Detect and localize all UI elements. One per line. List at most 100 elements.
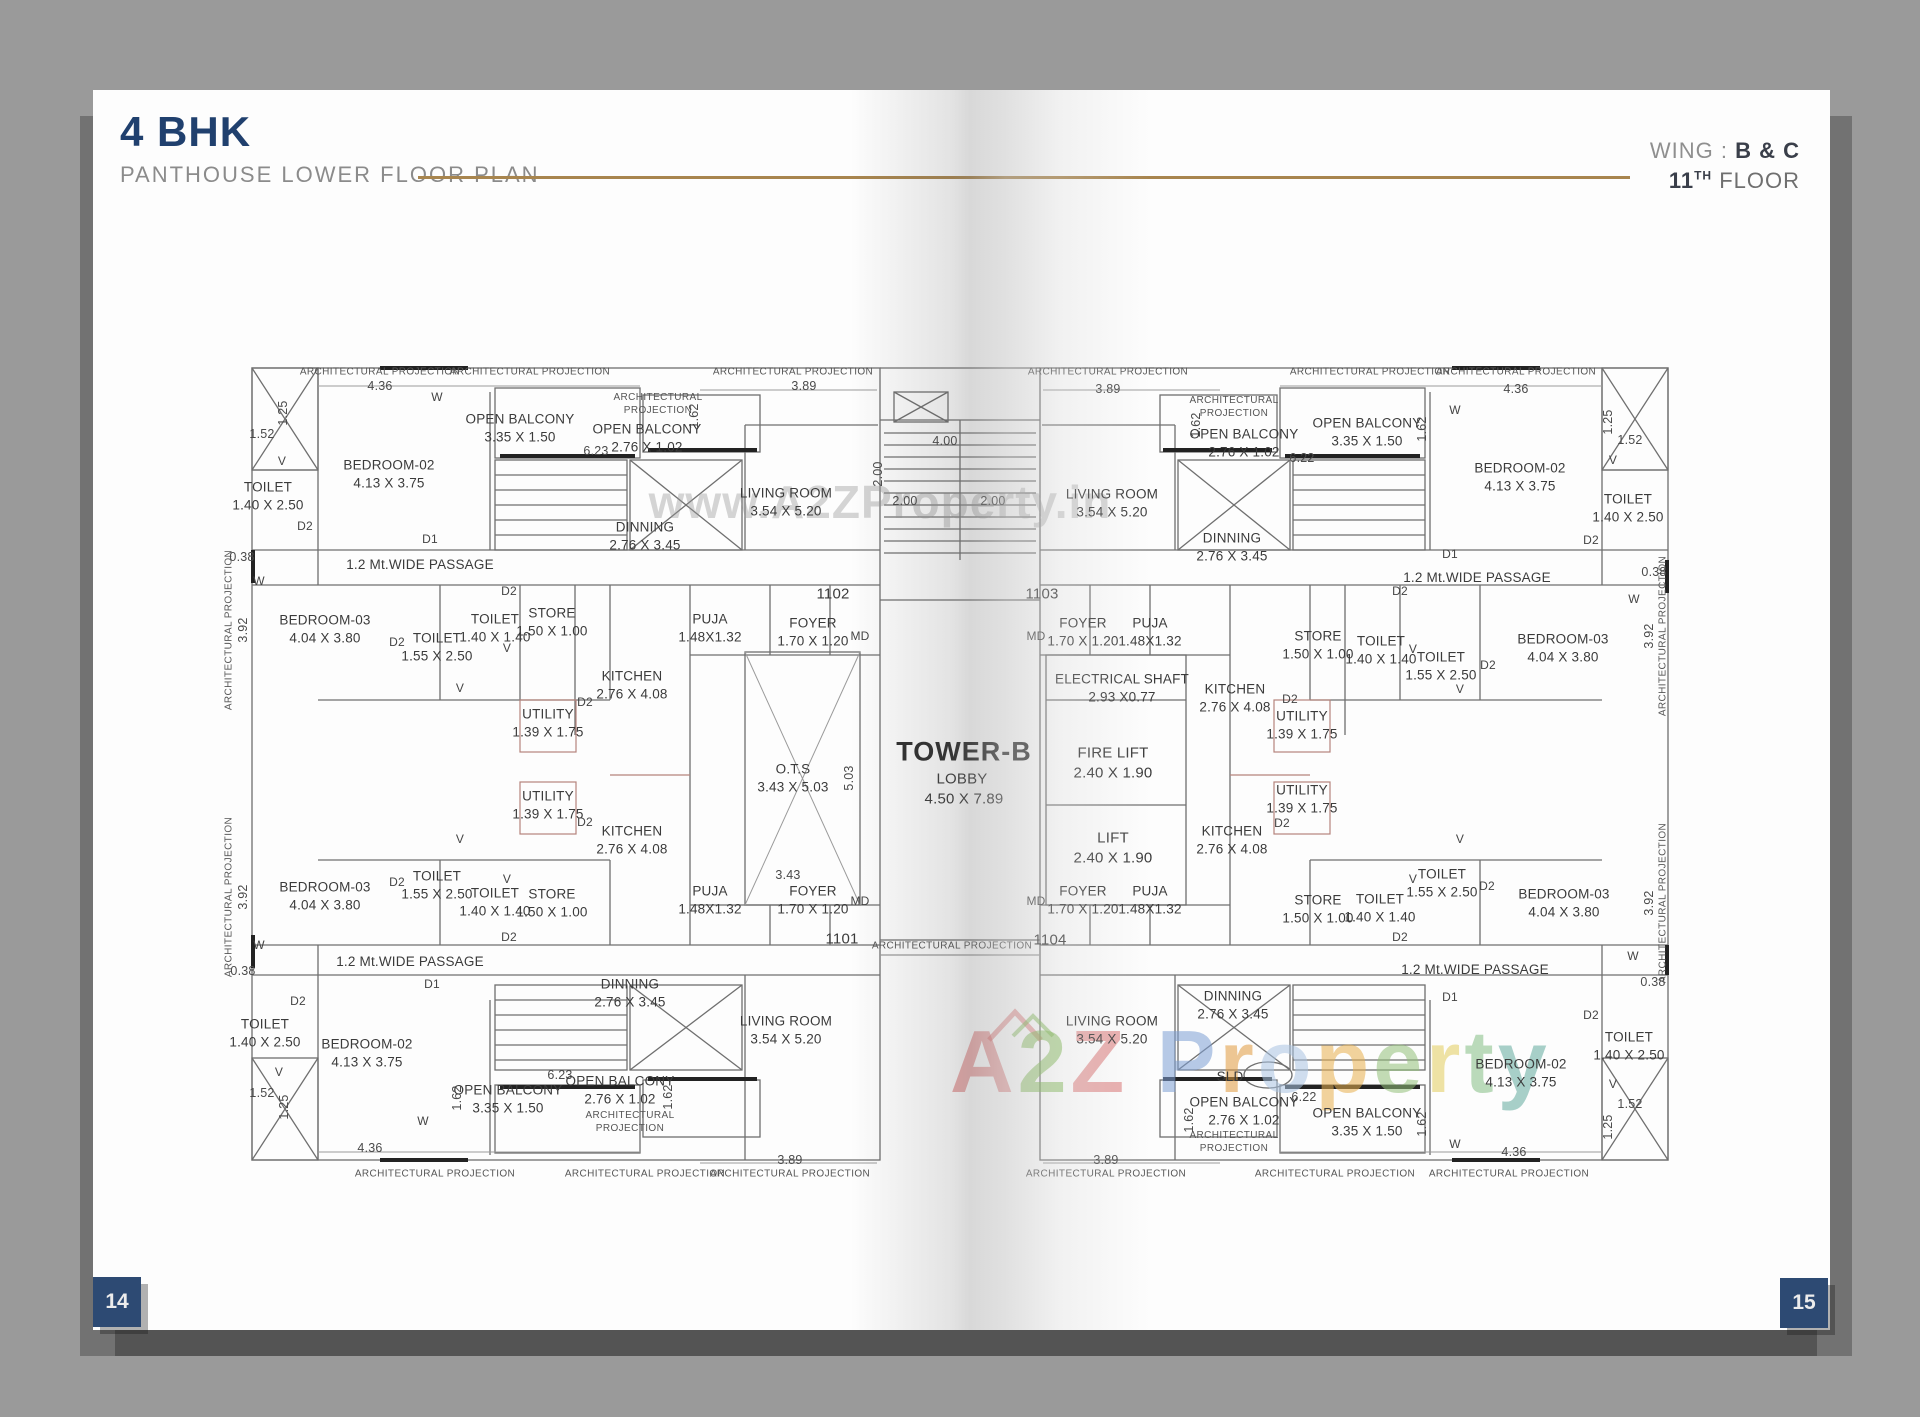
- lobby-dims: 4.50 X 7.89: [924, 790, 1004, 808]
- room-open-balcony: OPEN BALCONY 3.35 X 1.50: [1312, 415, 1422, 448]
- plan-label: D2: [577, 695, 593, 710]
- plan-label: ARCHITECTURAL PROJECTION: [709, 1168, 871, 1180]
- room-puja: PUJA 1.48X1.32: [1118, 615, 1182, 648]
- plan-label: 2.00: [980, 493, 1006, 508]
- plan-label: V: [1455, 832, 1465, 847]
- plan-label: 1.25: [1600, 1114, 1615, 1140]
- room-utility: UTILITY 1.39 X 1.75: [1266, 708, 1338, 741]
- plan-label: ARCHITECTURAL PROJECTION: [613, 392, 703, 416]
- page-spread: [93, 90, 1830, 1330]
- room-toilet: TOILET 1.40 X 2.50: [1592, 491, 1664, 524]
- room-bedroom-02: BEDROOM-02 4.13 X 3.75: [1475, 1056, 1567, 1089]
- room-foyer: FOYER 1.70 X 1.20: [777, 615, 849, 648]
- plan-label: ARCHITECTURAL PROJECTION: [564, 1168, 726, 1180]
- plan-label: ARCHITECTURAL PROJECTION: [1435, 366, 1597, 378]
- room-open-balcony: OPEN BALCONY 3.35 X 1.50: [453, 1082, 563, 1115]
- plan-label: D2: [1583, 1008, 1599, 1023]
- watermark-house-icon: [987, 1008, 1055, 1042]
- unit-number-1104: 1104: [1033, 931, 1067, 949]
- page-number-right: 15: [1780, 1278, 1828, 1328]
- plan-label: D2: [389, 635, 405, 650]
- room-utility: UTILITY 1.39 X 1.75: [512, 788, 584, 821]
- plan-label: W: [431, 390, 443, 405]
- plan-label: D2: [297, 519, 313, 534]
- plan-label: 4.36: [1501, 1144, 1527, 1159]
- passage-label: 1.2 Mt.WIDE PASSAGE: [1401, 962, 1549, 978]
- room-toilet: TOILET 1.55 X 2.50: [401, 630, 473, 663]
- room-toilet: TOILET 1.40 X 2.50: [1593, 1029, 1665, 1062]
- room-bedroom-03: BEDROOM-03 4.04 X 3.80: [279, 879, 371, 912]
- plan-label: 6.23: [583, 443, 609, 458]
- watermark-center: www.A2ZProperty.in: [648, 476, 1112, 528]
- plan-label: D2: [1274, 816, 1290, 831]
- plan-label: W: [1627, 949, 1639, 964]
- plan-label: 1.25: [276, 1094, 291, 1120]
- watermark-letter: e: [1373, 1012, 1427, 1111]
- room-store: STORE 1.50 X 1.00: [1282, 892, 1354, 925]
- plan-label: ARCHITECTURAL PROJECTION: [354, 1168, 516, 1180]
- plan-label: ARCHITECTURAL PROJECTION: [1189, 1130, 1279, 1154]
- plan-label: D2: [501, 930, 517, 945]
- plan-label: D2: [1583, 533, 1599, 548]
- plan-label: ARCHITECTURAL PROJECTION: [1657, 822, 1669, 984]
- page-title: 4 BHK: [120, 108, 252, 155]
- plan-label: 2.00: [892, 493, 918, 508]
- plan-label: ARCHITECTURAL PROJECTION: [223, 549, 235, 711]
- plan-label: 1.25: [275, 400, 290, 426]
- plan-label: ARCHITECTURAL PROJECTION: [1189, 395, 1279, 419]
- plan-label: D1: [1442, 547, 1458, 562]
- plan-label: D2: [290, 994, 306, 1009]
- plan-label: 3.89: [777, 1152, 803, 1167]
- plan-label: 3.89: [1095, 381, 1121, 396]
- plan-label: V: [1608, 1077, 1618, 1092]
- plan-label: ARCHITECTURAL PROJECTION: [223, 816, 235, 978]
- watermark-bottom: A2Z Property: [950, 1018, 1551, 1106]
- wing-info: WING : B & C: [1649, 138, 1800, 163]
- plan-label: 1.52: [1617, 1096, 1643, 1111]
- plan-label: ARCHITECTURAL PROJECTION: [1025, 1168, 1187, 1180]
- plan-label: D2: [501, 584, 517, 599]
- room-open-balcony: OPEN BALCONY 2.76 X 1.02: [592, 421, 702, 454]
- room-open-balcony: OPEN BALCONY 2.76 X 1.02: [565, 1073, 675, 1106]
- unit-number-1101: 1101: [825, 930, 859, 948]
- plan-label: D1: [422, 532, 438, 547]
- plan-label: D2: [1392, 584, 1408, 599]
- room-kitchen: KITCHEN 2.76 X 4.08: [596, 823, 668, 856]
- room-toilet: TOILET 1.40 X 2.50: [232, 479, 304, 512]
- plan-label: ARCHITECTURAL PROJECTION: [299, 366, 461, 378]
- plan-label: ARCHITECTURAL PROJECTION: [871, 940, 1033, 952]
- room-living-room: LIVING ROOM 3.54 X 5.20: [739, 485, 833, 518]
- page-subtitle: PANTHOUSE LOWER FLOOR PLAN: [120, 162, 540, 187]
- unit-number-1102: 1102: [816, 585, 850, 603]
- room-open-balcony: OPEN BALCONY 3.35 X 1.50: [465, 411, 575, 444]
- plan-label: 0.38: [230, 963, 256, 978]
- room-utility: UTILITY 1.39 X 1.75: [512, 706, 584, 739]
- plan-label: 6.22: [1291, 1089, 1317, 1104]
- watermark-letter: 2: [1017, 1012, 1071, 1111]
- plan-label: 6.23: [547, 1067, 573, 1082]
- plan-label: 0.38: [1641, 564, 1667, 579]
- room-toilet: TOILET 1.40 X 2.50: [229, 1016, 301, 1049]
- plan-label: 3.92: [1641, 890, 1656, 916]
- room-open-balcony: OPEN BALCONY 3.35 X 1.50: [1312, 1105, 1422, 1138]
- plan-label: 4.00: [932, 433, 958, 448]
- room-bedroom-02: BEDROOM-02 4.13 X 3.75: [343, 457, 435, 490]
- plan-label: 6.22: [1289, 450, 1315, 465]
- room-store: STORE 1.50 X 1.00: [516, 605, 588, 638]
- plan-label: MD: [1026, 894, 1046, 909]
- plan-label: V: [455, 832, 465, 847]
- plan-label: 4.36: [367, 378, 393, 393]
- room-living-room: LIVING ROOM 3.54 X 5.20: [1065, 486, 1159, 519]
- room-dinning: DINNING 2.76 X 3.45: [609, 519, 681, 552]
- plan-label: D2: [577, 815, 593, 830]
- room-toilet: TOILET 1.40 X 1.40: [459, 885, 531, 918]
- room-puja: PUJA 1.48X1.32: [678, 883, 742, 916]
- plan-label: V: [1608, 453, 1618, 468]
- unit-number-1103: 1103: [1025, 585, 1059, 603]
- plan-label: V: [502, 872, 512, 887]
- room-toilet: TOILET 1.55 X 2.50: [401, 868, 473, 901]
- plan-label: 0.38: [1640, 974, 1666, 989]
- plan-label: ARCHITECTURAL PROJECTION: [1027, 366, 1189, 378]
- plan-label: V: [455, 681, 465, 696]
